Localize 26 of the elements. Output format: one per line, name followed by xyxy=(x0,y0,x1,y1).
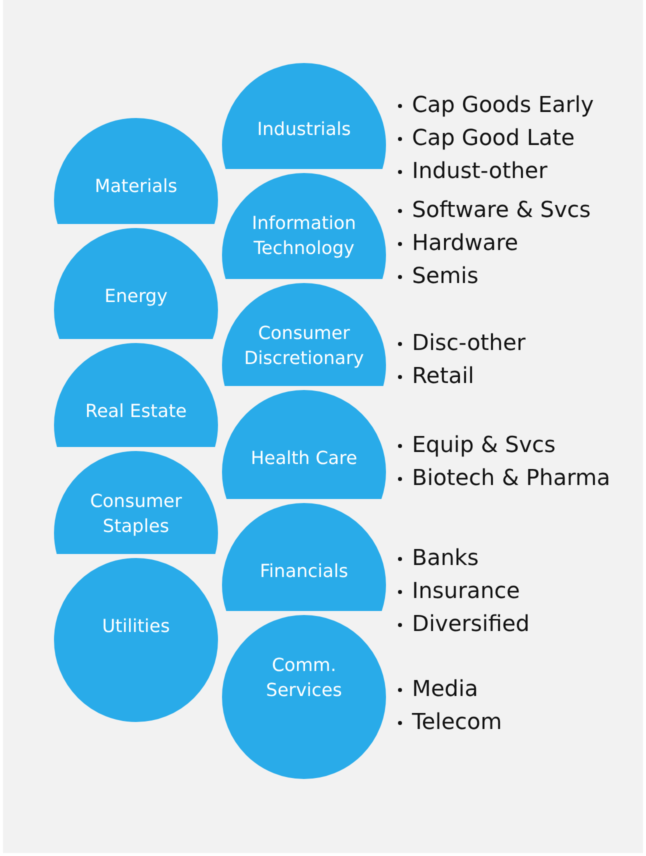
category-label: Utilities xyxy=(102,615,170,639)
category-label: Information Technology xyxy=(250,212,358,261)
bullet-item: Telecom xyxy=(396,709,631,736)
category-label: Consumer Discretionary xyxy=(243,322,365,371)
category-label: Industrials xyxy=(257,118,351,142)
bullet-item: Disc-other xyxy=(396,330,631,357)
category-label: Materials xyxy=(94,175,178,199)
bullet-item: Diversified xyxy=(396,611,631,638)
category-label: Comm. Services xyxy=(265,654,343,703)
category-label: Financials xyxy=(260,560,348,584)
category-label: Health Care xyxy=(250,447,358,471)
bullet-item: Cap Goods Early xyxy=(396,92,631,119)
bullet-item: Biotech & Pharma xyxy=(396,465,631,492)
category-label: Consumer Staples xyxy=(89,490,183,539)
bullet-item: Indust-other xyxy=(396,158,631,185)
bullet-item: Semis xyxy=(396,263,631,290)
bullet-item: Retail xyxy=(396,363,631,390)
bullet-item: Software & Svcs xyxy=(396,197,631,224)
bullet-item: Cap Good Late xyxy=(396,125,631,152)
bullet-item: Equip & Svcs xyxy=(396,432,631,459)
bullet-item: Media xyxy=(396,676,631,703)
category-label: Energy xyxy=(104,285,168,309)
bullet-item: Insurance xyxy=(396,578,631,605)
bullet-item: Banks xyxy=(396,545,631,572)
bullet-item: Hardware xyxy=(396,230,631,257)
category-label: Real Estate xyxy=(85,400,187,424)
